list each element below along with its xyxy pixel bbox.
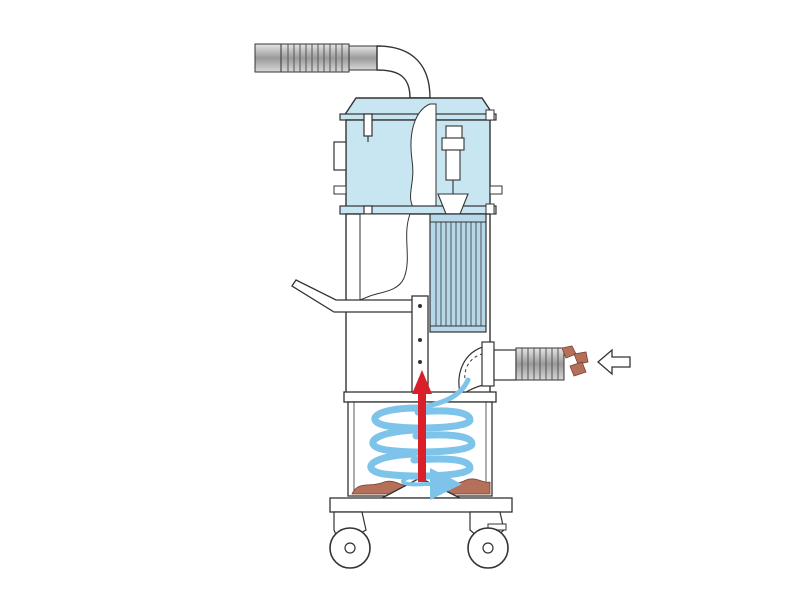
white-arrow-left-icon [597,348,631,376]
cartridge-filter [429,213,487,333]
head-clamp-top [363,113,373,142]
solenoid-valve [437,125,469,215]
exhaust-hose-band [348,45,378,71]
right-nozzle [489,185,503,195]
exhaust-hose-cuff [254,43,282,73]
base-plate [329,497,513,513]
exhaust-hose-corrugated [280,43,350,73]
inlet-connector [493,349,517,381]
left-wheel-hub [344,542,356,554]
inlet-hose-ribs [521,348,559,380]
inlet-flange [481,341,495,387]
inlet-elbow-dashes [464,353,483,385]
dirt-particles-icon [561,345,589,377]
swirl-ring-1 [371,404,474,432]
right-wheel-hub [482,542,494,554]
swirl-ring-2 [369,426,476,456]
left-nozzle [333,185,347,195]
right-latch-top [485,109,495,121]
exhaust-elbow [376,45,431,99]
side-port [333,141,347,171]
swirl-tail [401,468,462,500]
filter-head-bottom-rim [339,205,497,215]
right-latch-bottom [485,203,495,215]
cart-base [329,497,513,569]
exhaust-hose-ribs [287,44,343,72]
exhaust-hose [254,43,431,99]
body-cutaway [359,213,411,301]
red-arrow-up-icon [412,370,432,482]
cartridge-pleats [435,222,482,326]
